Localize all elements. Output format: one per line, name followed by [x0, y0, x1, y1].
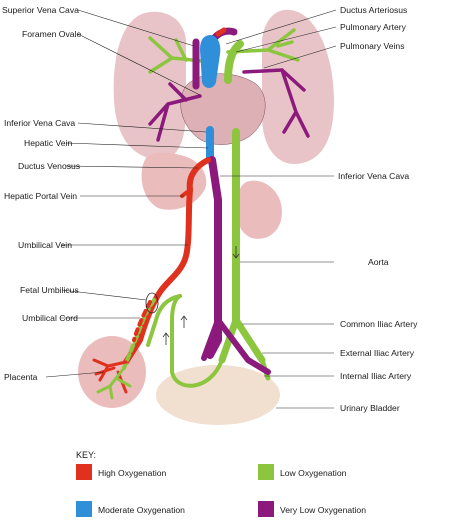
key-swatch-low — [258, 464, 274, 480]
hepatic-portal-vessel — [180, 188, 192, 198]
label-aorta: Aorta — [368, 257, 389, 267]
liver — [141, 152, 207, 210]
key-label-very-low: Very Low Oxygenation — [280, 505, 366, 515]
arrow-3 — [232, 246, 240, 259]
ivc-purple — [206, 156, 222, 359]
key-swatch-very-low — [258, 501, 274, 517]
label-inferior-vena-cava-left: Inferior Vena Cava — [4, 118, 75, 128]
left-pulmonary-veins — [148, 82, 202, 142]
key: KEY: High Oxygenation Low Oxygenation Mo… — [76, 450, 366, 517]
label-umbilical-cord: Umbilical Cord — [22, 313, 78, 323]
aortic-red — [215, 27, 227, 37]
right-lung — [262, 9, 334, 165]
label-external-iliac-artery: External Iliac Artery — [340, 348, 415, 358]
left-lung — [113, 11, 186, 161]
arrow-1 — [162, 332, 170, 345]
placenta-red — [92, 358, 128, 394]
label-umbilical-vein: Umbilical Vein — [18, 240, 72, 250]
key-label-low: Low Oxygenation — [280, 468, 347, 478]
label-urinary-bladder: Urinary Bladder — [340, 403, 400, 413]
leader-lines — [45, 9, 337, 409]
moderate-heart-region — [200, 34, 221, 88]
label-pulmonary-artery: Pulmonary Artery — [340, 22, 407, 32]
key-swatch-moderate — [76, 501, 92, 517]
fetal-umbilicus-ring — [145, 292, 159, 314]
umbilical-vein-vessel — [123, 187, 193, 365]
label-ductus-arteriosus: Ductus Arteriosus — [340, 5, 407, 15]
label-hepatic-portal-vein: Hepatic Portal Vein — [4, 191, 77, 201]
flow-arrows — [162, 246, 240, 345]
label-fetal-umbilicus: Fetal Umbilicus — [20, 285, 79, 295]
key-label-high: High Oxygenation — [98, 468, 167, 478]
umbilical-artery-loop — [170, 294, 224, 388]
label-pulmonary-veins: Pulmonary Veins — [340, 41, 405, 51]
labels-left: Superior Vena Cava Foramen Ovale Inferio… — [2, 5, 81, 382]
key-swatch-high — [76, 464, 92, 480]
common-iliac-left — [218, 316, 240, 364]
label-foramen-ovale: Foramen Ovale — [22, 29, 81, 39]
label-ductus-venosus: Ductus Venosus — [18, 161, 80, 171]
key-title: KEY: — [76, 450, 96, 460]
iliac-vein-left — [201, 317, 221, 361]
label-inferior-vena-cava-right: Inferior Vena Cava — [338, 171, 409, 181]
right-pulmonary-veins — [242, 68, 310, 138]
label-superior-vena-cava: Superior Vena Cava — [2, 5, 79, 15]
descending-vessels — [123, 126, 271, 388]
label-placenta: Placenta — [4, 372, 38, 382]
cord-red — [132, 300, 152, 342]
key-label-moderate: Moderate Oxygenation — [98, 505, 185, 515]
ductus-venosus-vessel — [186, 157, 211, 193]
placenta-green — [96, 366, 132, 400]
kidney — [235, 180, 282, 239]
placenta-vessels — [92, 358, 132, 400]
label-hepatic-vein: Hepatic Vein — [24, 138, 72, 148]
arrow-2 — [180, 315, 188, 328]
label-internal-iliac-artery: Internal Iliac Artery — [340, 371, 412, 381]
pulmonary-trunk — [224, 40, 244, 84]
iliac-vein-right — [215, 317, 271, 375]
right-pulmonary-artery — [226, 28, 300, 62]
urinary-bladder-organ — [156, 365, 280, 425]
umbilical-artery-2 — [146, 294, 182, 347]
labels-right: Ductus Arteriosus Pulmonary Artery Pulmo… — [338, 5, 418, 413]
great-vessels — [192, 27, 244, 90]
common-iliac-right — [232, 316, 266, 364]
label-common-iliac-artery: Common Iliac Artery — [340, 319, 418, 329]
